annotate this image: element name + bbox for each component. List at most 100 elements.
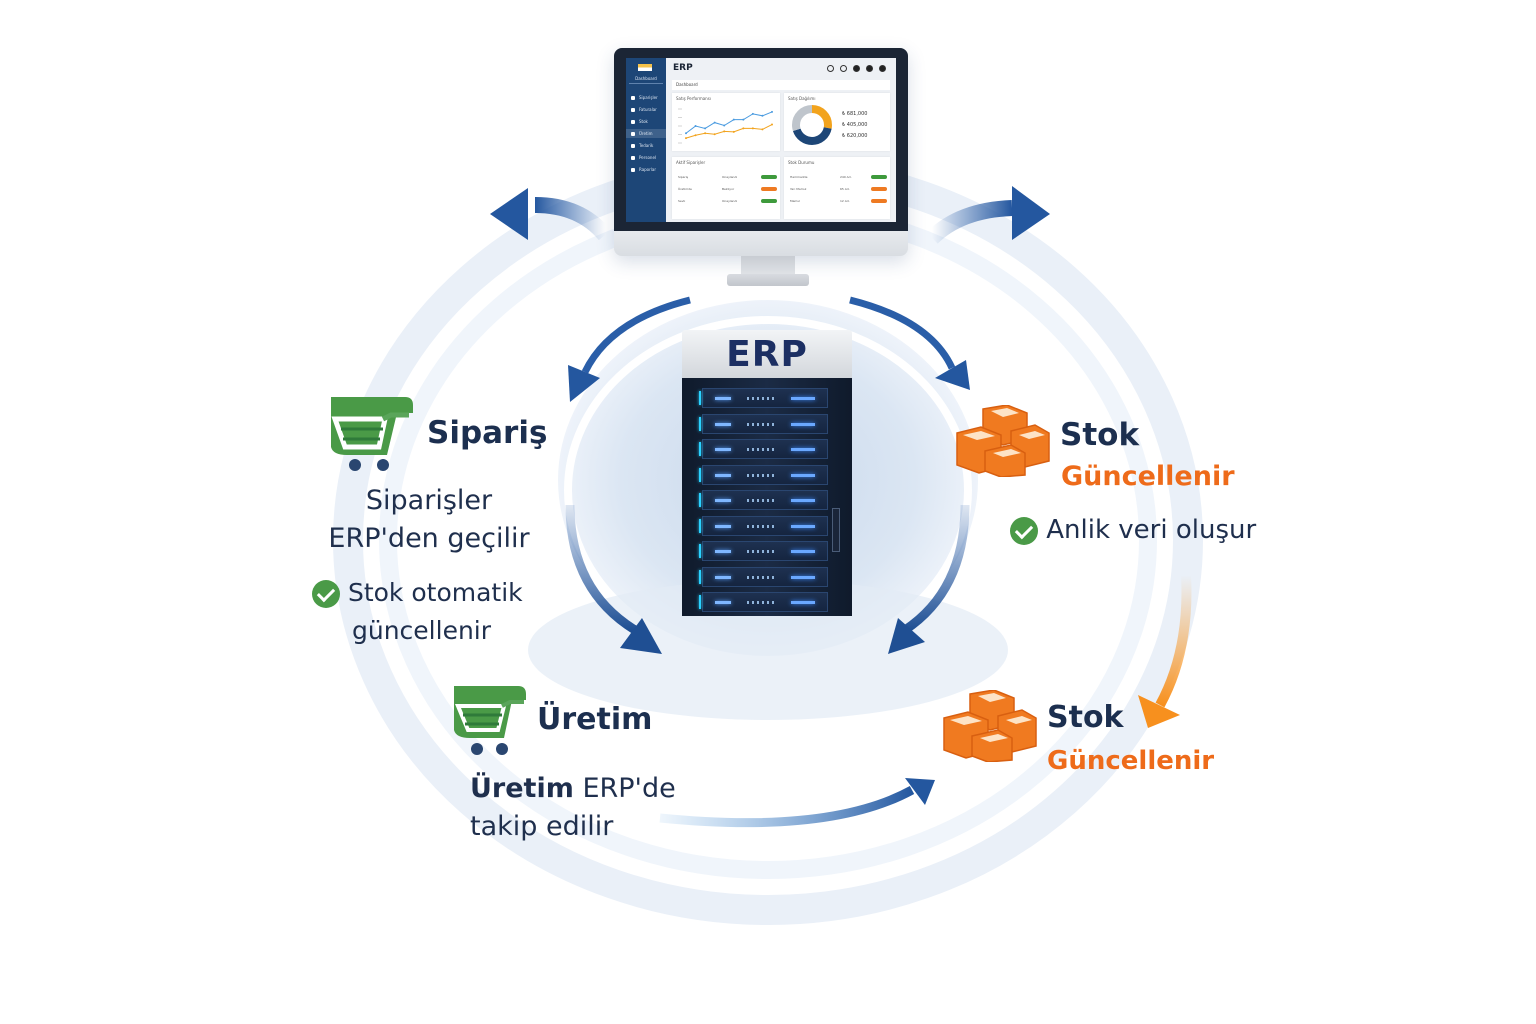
sidebar-item-6[interactable]: Raporlar [631,165,663,174]
uretim-title: Üretim [537,702,653,737]
server-vents [747,499,777,502]
series-blue-point [742,118,745,121]
sidebar-item-5[interactable]: Personel [631,153,663,162]
donut-value: ₺ 681,000 [842,111,868,117]
boxes-icon [943,689,1037,763]
status-pill [870,175,887,179]
rack-body [682,378,852,616]
server-light [791,524,815,528]
settings-icon[interactable] [866,65,873,72]
status-led [699,595,701,609]
status-pill [870,199,887,203]
siparis-title: Sipariş [427,415,548,451]
stok-bottom-title: Stok [1047,700,1124,735]
server-vents [747,550,777,553]
server-unit [699,515,828,536]
siparis-check-line1: Stok otomatik [347,578,523,607]
uretim-desc-rest: ERP'de [573,773,676,804]
status-pill [760,199,777,203]
orders-title: Aktif Siparişler [676,160,706,165]
donut-slice [792,105,832,145]
server-light [715,524,731,528]
series-blue-point [723,124,726,127]
menu-icon [631,120,635,124]
donut-value: ₺ 620,000 [842,133,868,139]
arrow-head-monitor-right [1012,186,1050,240]
sidebar-item-2[interactable]: Stok [631,117,663,126]
uretim-desc-line2: takip edilir [470,811,614,842]
user-icon[interactable] [879,65,886,72]
series-orange-point [723,130,726,133]
status-pill [870,187,887,191]
server-light [791,575,815,579]
rack-header: ERP [682,330,852,378]
shopping-cart-icon [454,686,526,755]
status-led [699,416,701,431]
status-pill [760,175,777,179]
refresh-icon[interactable] [827,65,834,72]
arrow-monitor-to-right [926,200,1013,244]
series-orange-point [704,132,707,135]
arrow-erp-to-siparis [581,296,691,374]
menu-icon [631,132,635,136]
status-led [699,518,701,533]
status-led [699,569,701,584]
sidebar-brand: Dashboard [629,76,663,84]
app-title: ERP [673,63,693,73]
donut-title: Satış Dağılımı [788,96,816,101]
arrow-head-bottom [905,778,935,805]
donut-value: ₺ 405,000 [842,122,868,128]
server-unit [699,388,828,408]
server-unit [699,541,828,561]
menu-icon [631,108,635,112]
arrow-head-siparis-uretim [620,618,662,654]
erp-label: ERP [726,334,808,375]
server-unit [699,464,828,485]
stok-top-node: Stok Güncellenir [955,404,1235,492]
sidebar-item-1[interactable]: Faturalar [631,105,663,114]
sidebar-item-4[interactable]: Tedarik [631,141,663,150]
uretim-node: Üretim [450,686,652,762]
server-light [791,473,815,477]
series-blue-point [732,118,735,121]
sidebar-item-0[interactable]: Siparişler [631,93,663,102]
menu-icon [631,144,635,148]
notification-icon[interactable] [853,65,860,72]
server-light [715,473,731,477]
stok-top-check-text: Anlik veri oluşur [1046,515,1257,545]
siparis-check-line2: güncellenir [352,616,492,645]
monitor-base [727,274,809,286]
search-icon[interactable] [840,65,847,72]
boxes-icon [956,404,1050,478]
sidebar-item-3[interactable]: Üretim [626,129,666,138]
server-light [791,499,815,502]
server-unit [699,592,828,612]
server-unit [699,490,828,510]
series-blue-point [685,132,687,135]
server-light [791,550,815,553]
donut-values: ₺ 681,000 ₺ 405,000 ₺ 620,000 [842,109,867,142]
series-orange-point [742,127,745,130]
stok-top-title: Stok [1060,417,1140,453]
menu-icon [631,156,635,160]
series-blue-point [751,112,754,115]
series-orange-point [761,128,764,131]
server-light [715,422,731,426]
series-blue-point [694,125,697,127]
dashboard-screen: Dashboard Siparişler Faturalar Stok Üret… [626,58,896,222]
check-circle-icon [1010,516,1038,545]
floor-disc [528,580,1008,720]
erp-dashboard-monitor: Dashboard Siparişler Faturalar Stok Üret… [614,48,908,256]
arrow-uretim-to-stok [659,786,915,828]
check-circle-icon [312,580,340,608]
rack-door-handle [832,508,840,552]
server-unit [699,439,828,459]
